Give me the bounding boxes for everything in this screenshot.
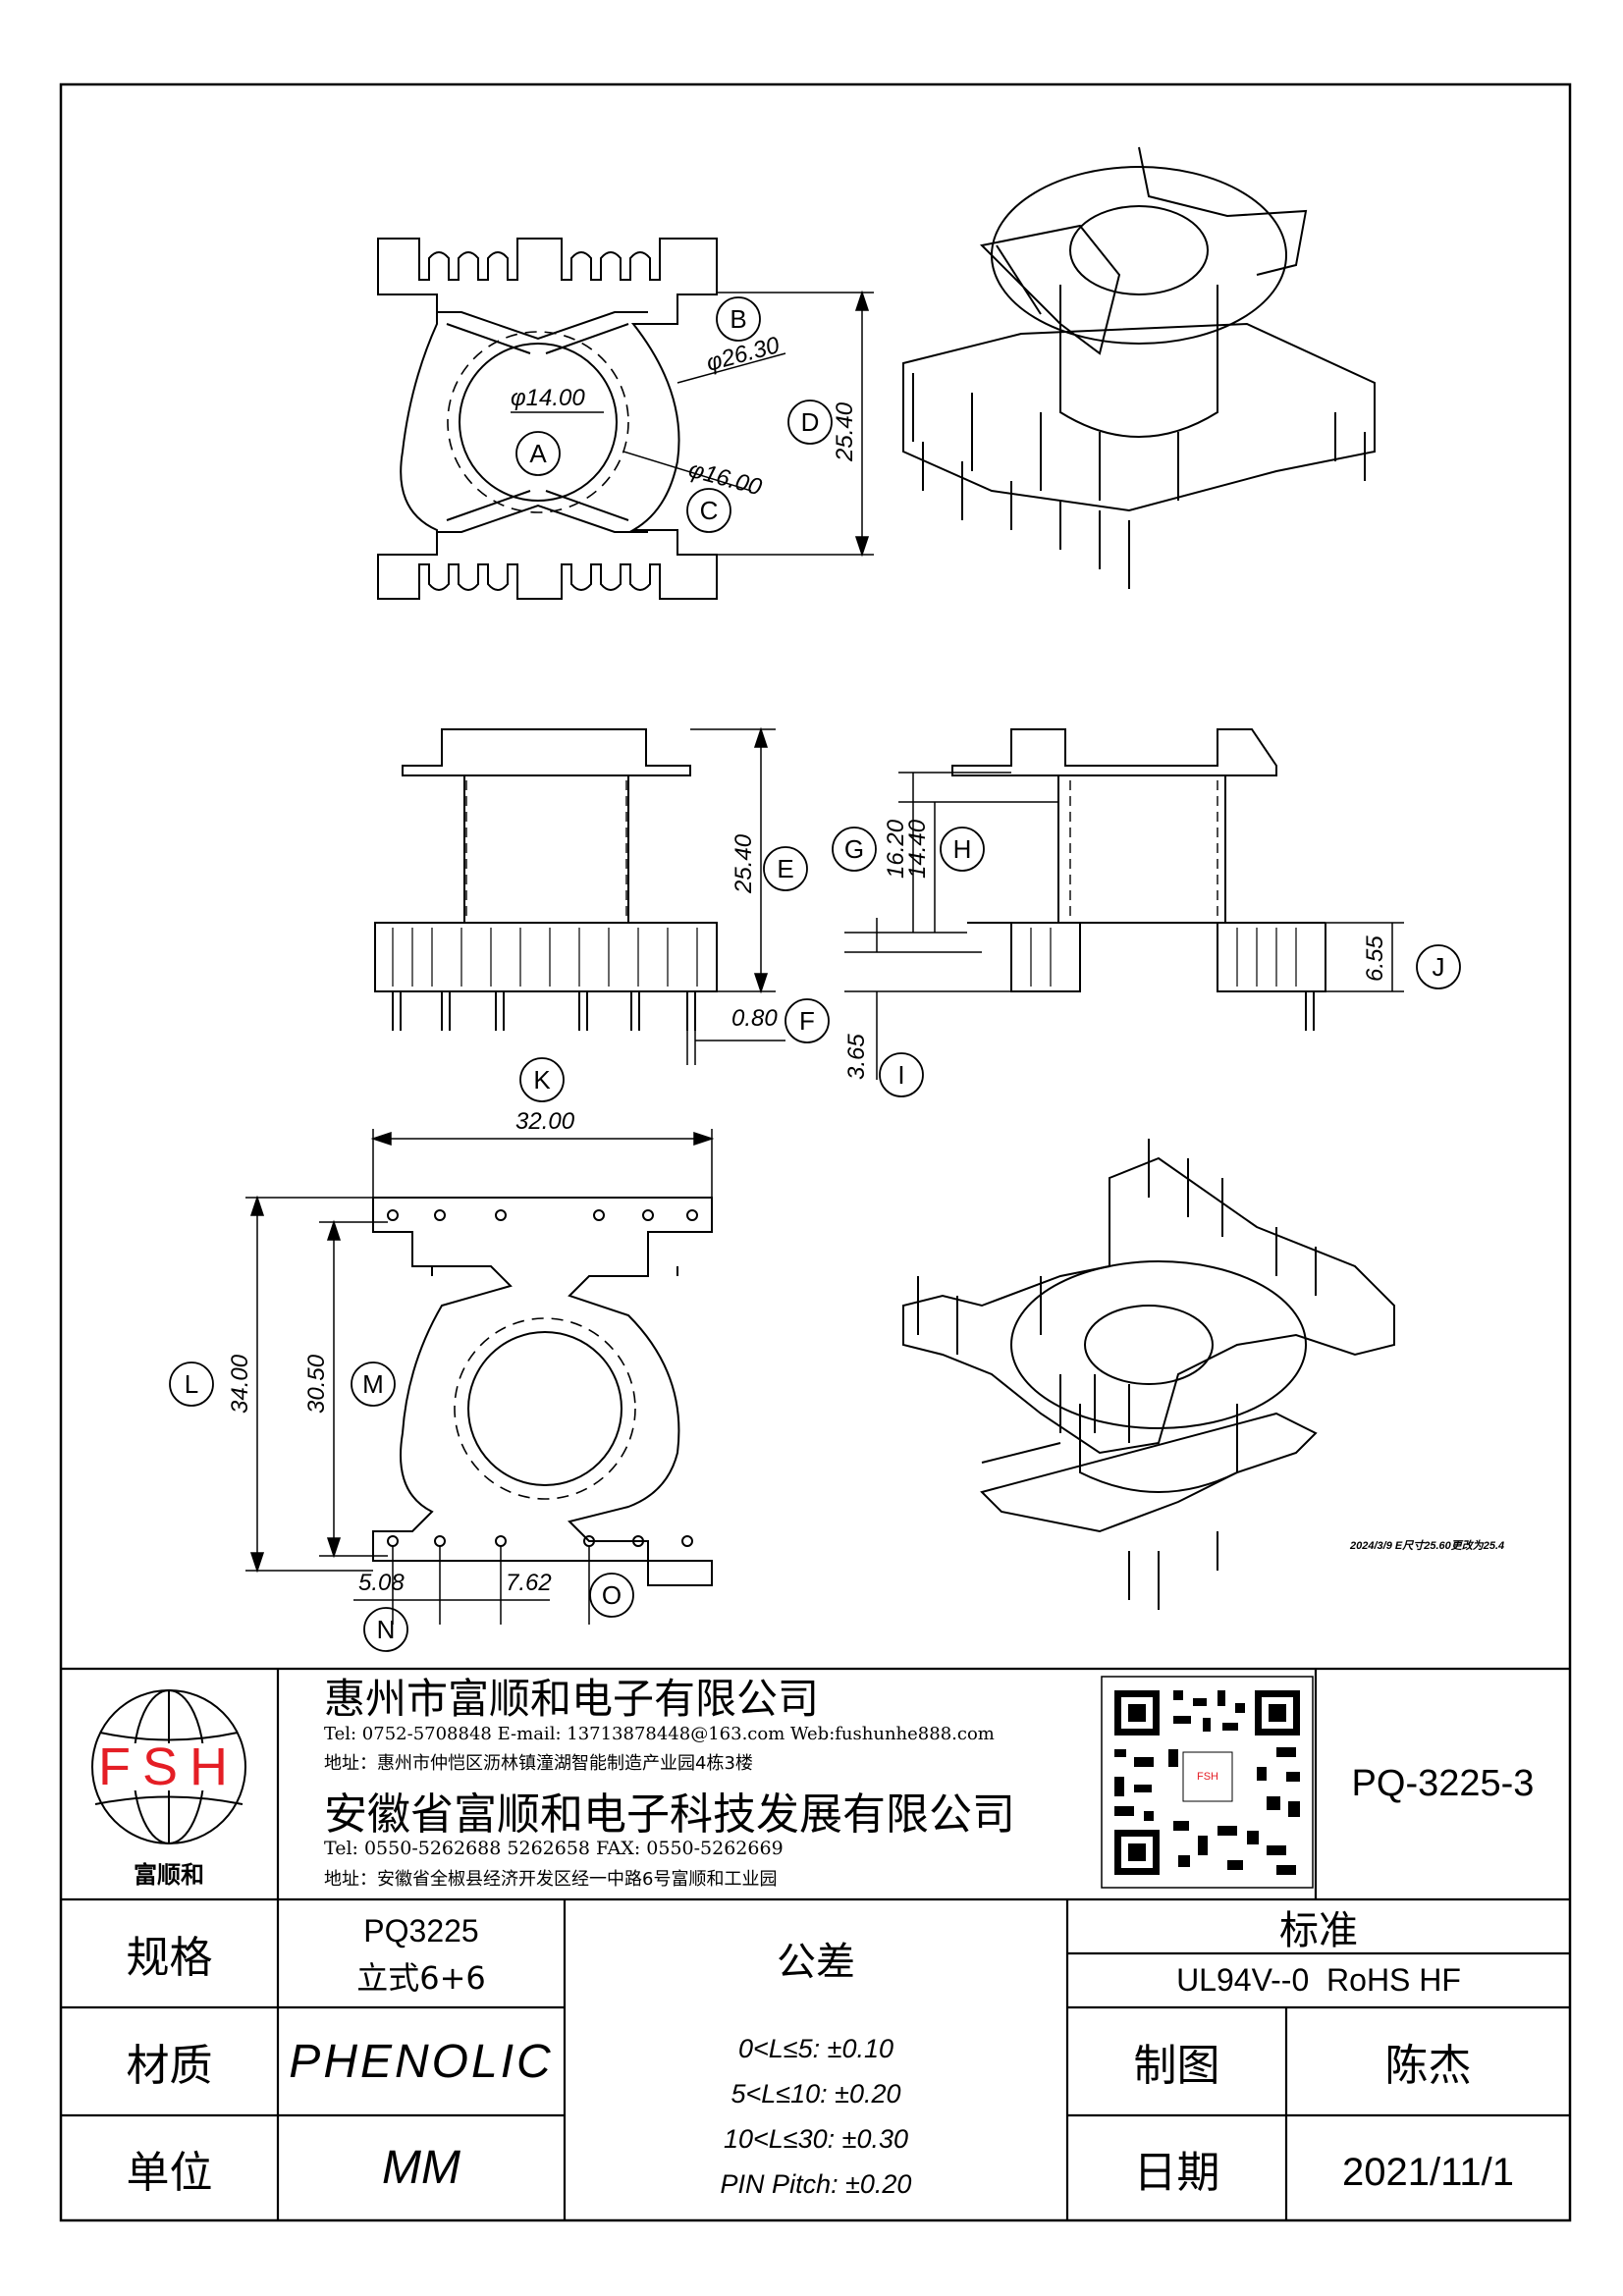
tolerance-label: 公差 xyxy=(777,1940,855,1985)
drawn-label: 制图 xyxy=(1133,2041,1220,2091)
callouts xyxy=(169,296,1461,1652)
side-view-front xyxy=(374,728,718,1031)
date-label: 日期 xyxy=(1133,2147,1220,2198)
side-view-right-dimensions xyxy=(844,772,1404,1080)
logo-text: FSH xyxy=(98,1737,240,1796)
callout-c xyxy=(686,488,731,533)
callout-k-label: K xyxy=(533,1065,551,1095)
callout-i-label: I xyxy=(897,1060,904,1090)
drawing-border xyxy=(59,82,1572,2222)
dim-pitch-n: 5.08 xyxy=(358,1570,405,1596)
callout-o-label: O xyxy=(602,1580,622,1610)
callout-g xyxy=(832,827,877,872)
dim-height-l: 34.00 xyxy=(227,1354,253,1414)
iso-view-bottom xyxy=(902,1139,1395,1610)
date-value: 2021/11/1 xyxy=(1342,2151,1514,2194)
top-view-core-hidden xyxy=(447,331,629,513)
spec-label: 规格 xyxy=(126,1933,213,1983)
callout-a xyxy=(515,431,561,476)
callout-a-label: A xyxy=(529,439,547,468)
qr-caption: FSH xyxy=(1197,1771,1218,1783)
callout-g-label: G xyxy=(844,834,864,864)
top-view-bore xyxy=(459,343,618,502)
callout-b-label: B xyxy=(730,304,746,334)
callout-l xyxy=(169,1362,214,1407)
top-view-dimensions xyxy=(511,290,874,558)
top-view-bridge-bottom xyxy=(437,490,648,533)
part-number: PQ-3225-3 xyxy=(1351,1763,1535,1804)
dim-pin-width: 0.80 xyxy=(731,1005,778,1032)
callout-k xyxy=(519,1057,565,1102)
unit-value: MM xyxy=(382,2142,460,2194)
dim-flange-g: 16.20 xyxy=(883,819,909,879)
revision-note: 2024/3/9 E尺寸25.60更改为25.4 xyxy=(1349,1539,1504,1552)
dim-top-height: 25.40 xyxy=(832,401,858,462)
callout-o xyxy=(589,1573,634,1618)
qr-code xyxy=(1101,1676,1314,1889)
callout-i xyxy=(879,1052,924,1097)
callout-e-label: E xyxy=(777,854,793,883)
callout-b xyxy=(716,296,761,342)
tolerance-3: 10<L≤30: ±0.30 xyxy=(723,2123,909,2154)
iso-view-top xyxy=(902,146,1376,589)
side-view-front-dimensions xyxy=(686,726,785,1065)
callout-j-label: J xyxy=(1433,952,1445,982)
bottom-view-dimensions xyxy=(245,1129,715,1625)
standard-label: 标准 xyxy=(1279,1907,1358,1953)
tolerance-2: 5<L≤10: ±0.20 xyxy=(730,2078,901,2109)
top-view-outline xyxy=(377,238,718,600)
callout-d xyxy=(787,400,833,445)
callout-m-label: M xyxy=(362,1369,384,1399)
company1-address: 地址：惠州市仲恺区沥林镇潼湖智能制造产业园4栋3楼 xyxy=(324,1753,753,1774)
side-view-right xyxy=(951,728,1326,1031)
dim-pin-j: 6.55 xyxy=(1362,935,1388,982)
company1-contact: Tel: 0752-5708848 E-mail: 13713878448@16… xyxy=(324,1724,995,1744)
spec-value-2: 立式6+6 xyxy=(356,1958,486,1997)
spec-value-1: PQ3225 xyxy=(363,1913,479,1949)
logo-caption: 富顺和 xyxy=(134,1861,204,1889)
material-label: 材质 xyxy=(126,2041,213,2091)
dim-height-m: 30.50 xyxy=(303,1354,330,1414)
dim-pitch-o: 7.62 xyxy=(506,1570,552,1596)
company2-contact: Tel: 0550-5262688 5262658 FAX: 0550-5262… xyxy=(324,1838,784,1859)
fsh-logo xyxy=(91,1689,246,1844)
dim-width-k: 32.00 xyxy=(515,1108,575,1135)
callout-n xyxy=(363,1607,408,1652)
callout-m xyxy=(351,1362,396,1407)
title-block-grid xyxy=(61,1667,1570,2220)
callout-n-label: N xyxy=(377,1615,396,1644)
callout-f-label: F xyxy=(799,1006,815,1036)
top-view-bridge-top xyxy=(437,311,648,354)
callout-h-label: H xyxy=(953,834,972,864)
tolerance-4: PIN Pitch: ±0.20 xyxy=(720,2168,912,2199)
callout-c-label: C xyxy=(700,496,719,525)
tolerance-1: 0<L≤5: ±0.10 xyxy=(737,2033,893,2063)
callout-f xyxy=(784,998,830,1043)
drawn-value: 陈杰 xyxy=(1384,2041,1472,2091)
standard-value: UL94V--0 RoHS HF xyxy=(1176,1962,1461,1998)
company2-name: 安徽省富顺和电子科技发展有限公司 xyxy=(324,1789,1015,1840)
top-view xyxy=(377,238,718,600)
company1-name: 惠州市富顺和电子有限公司 xyxy=(324,1675,820,1723)
dim-phi-inner: φ14.00 xyxy=(511,385,585,411)
dim-pin-i: 3.65 xyxy=(843,1034,870,1080)
callout-l-label: L xyxy=(185,1369,198,1399)
callout-e xyxy=(763,846,808,891)
callout-h xyxy=(940,827,985,872)
company2-address: 地址：安徽省全椒县经济开发区经一中路6号富顺和工业园 xyxy=(324,1869,778,1890)
unit-label: 单位 xyxy=(126,2147,213,2198)
callout-d-label: D xyxy=(801,407,820,437)
bottom-view xyxy=(372,1197,713,1586)
dim-flange-h: 14.40 xyxy=(904,819,931,879)
dim-phi-outer: φ26.30 xyxy=(704,332,784,377)
callout-j xyxy=(1416,944,1461,989)
material-value: PHENOLIC xyxy=(289,2035,554,2088)
dim-phi-core: φ16.00 xyxy=(685,456,765,502)
dim-side-height: 25.40 xyxy=(730,833,757,894)
